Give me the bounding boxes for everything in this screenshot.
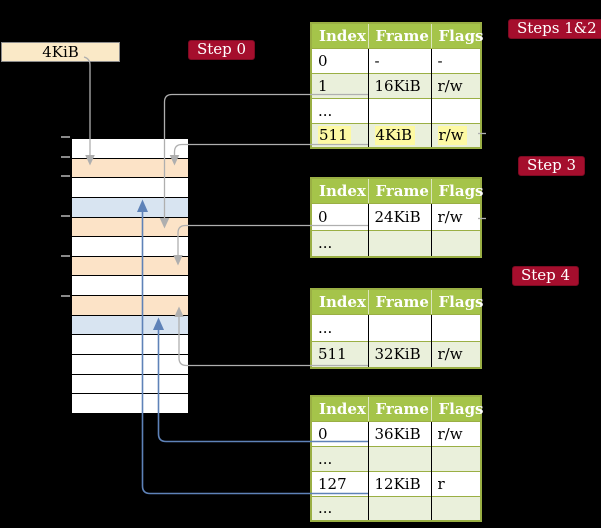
memory-frame-row-white xyxy=(72,334,188,355)
column-header-frame: Frame xyxy=(367,289,431,315)
table-cell: 16KiB xyxy=(367,72,431,98)
column-header-index: Index xyxy=(311,23,368,49)
memory-frame-row-blue xyxy=(72,314,188,335)
table-row: ... xyxy=(311,229,481,257)
table-cell: - xyxy=(367,47,431,73)
column-header-index: Index xyxy=(311,178,368,204)
memory-frame-row-white xyxy=(72,236,188,256)
table-cell: 1 xyxy=(311,72,368,98)
table-cell: r/w xyxy=(430,340,481,368)
table-cell xyxy=(430,97,481,123)
column-header-frame: Frame xyxy=(367,396,431,422)
table-row: ... xyxy=(311,313,481,341)
memory-frame-row-blue xyxy=(72,196,188,217)
memory-frame-row-white xyxy=(72,393,188,413)
frame-size-box: 4KiB xyxy=(1,42,120,62)
label-step-0: Step 0 xyxy=(188,40,256,60)
table-row: ... xyxy=(311,97,481,123)
memory-frame-row-peach xyxy=(72,255,188,276)
table-row: ... xyxy=(311,495,481,521)
physical-memory-column xyxy=(70,137,190,415)
table-cell xyxy=(430,445,481,471)
table-cell: 36KiB xyxy=(367,420,431,446)
highlighted-value: 4KiB xyxy=(374,126,416,146)
memory-frame-row-peach xyxy=(72,295,188,315)
memory-frame-row-white xyxy=(72,139,188,158)
table-cell: r/w xyxy=(430,202,481,230)
memory-frame-row-white xyxy=(72,275,188,296)
table-cell: ... xyxy=(311,495,368,521)
column-header-flags: Flags xyxy=(430,396,484,422)
column-header-flags: Flags xyxy=(430,178,484,204)
table-cell: ... xyxy=(311,445,368,471)
table-cell: 0 xyxy=(311,47,368,73)
table-cell xyxy=(367,229,431,257)
table-cell: r/w xyxy=(430,72,481,98)
label-step-4: Step 4 xyxy=(512,266,580,286)
highlighted-value: r/w xyxy=(437,126,467,146)
table-cell: 24KiB xyxy=(367,202,431,230)
column-header-index: Index xyxy=(311,396,368,422)
table-cell: - xyxy=(430,47,481,73)
memory-frame-row-white xyxy=(72,373,188,394)
highlighted-value: 511 xyxy=(318,126,351,146)
memory-tick xyxy=(61,136,70,138)
label-step-3: Step 3 xyxy=(518,156,586,176)
table-cell: 4KiB xyxy=(367,122,431,148)
table-cell: 511 xyxy=(311,340,368,368)
table-cell: 511 xyxy=(311,122,368,148)
table-cell: 12KiB xyxy=(367,470,431,496)
memory-tick xyxy=(61,295,70,297)
memory-tick xyxy=(61,255,70,257)
column-header-index: Index xyxy=(311,289,368,315)
table-row: 0-- xyxy=(311,47,481,73)
column-header-frame: Frame xyxy=(367,23,431,49)
memory-tick xyxy=(61,175,70,177)
frame-size-label: 4KiB xyxy=(42,43,79,61)
memory-frame-row-white xyxy=(72,354,188,374)
memory-tick xyxy=(61,156,70,158)
table-cell xyxy=(367,97,431,123)
table-cell: 127 xyxy=(311,470,368,496)
table-cell: ... xyxy=(311,313,368,341)
table-cell: ... xyxy=(311,97,368,123)
column-header-flags: Flags xyxy=(430,289,484,315)
table-cell xyxy=(367,445,431,471)
table-cell: 32KiB xyxy=(367,340,431,368)
table-cell xyxy=(430,229,481,257)
memory-tick xyxy=(61,215,70,217)
column-header-frame: Frame xyxy=(367,178,431,204)
table-cell xyxy=(430,313,481,341)
table-cell: 0 xyxy=(311,420,368,446)
table-cell: 0 xyxy=(311,202,368,230)
table-row: 511 4KiB r/w xyxy=(311,122,481,148)
table-cell xyxy=(430,495,481,521)
table-cell: r xyxy=(430,470,481,496)
table-cell: r/w xyxy=(430,420,481,446)
column-header-flags: Flags xyxy=(430,23,484,49)
memory-frame-row-white xyxy=(72,177,188,197)
table-cell: ... xyxy=(311,229,368,257)
table-cell xyxy=(367,495,431,521)
memory-frame-row-peach xyxy=(72,216,188,237)
table-row: ... xyxy=(311,445,481,471)
memory-frame-row-peach xyxy=(72,157,188,178)
label-steps-1-2: Steps 1&2 xyxy=(508,19,601,39)
table-cell xyxy=(367,313,431,341)
table-cell: r/w xyxy=(430,122,481,148)
